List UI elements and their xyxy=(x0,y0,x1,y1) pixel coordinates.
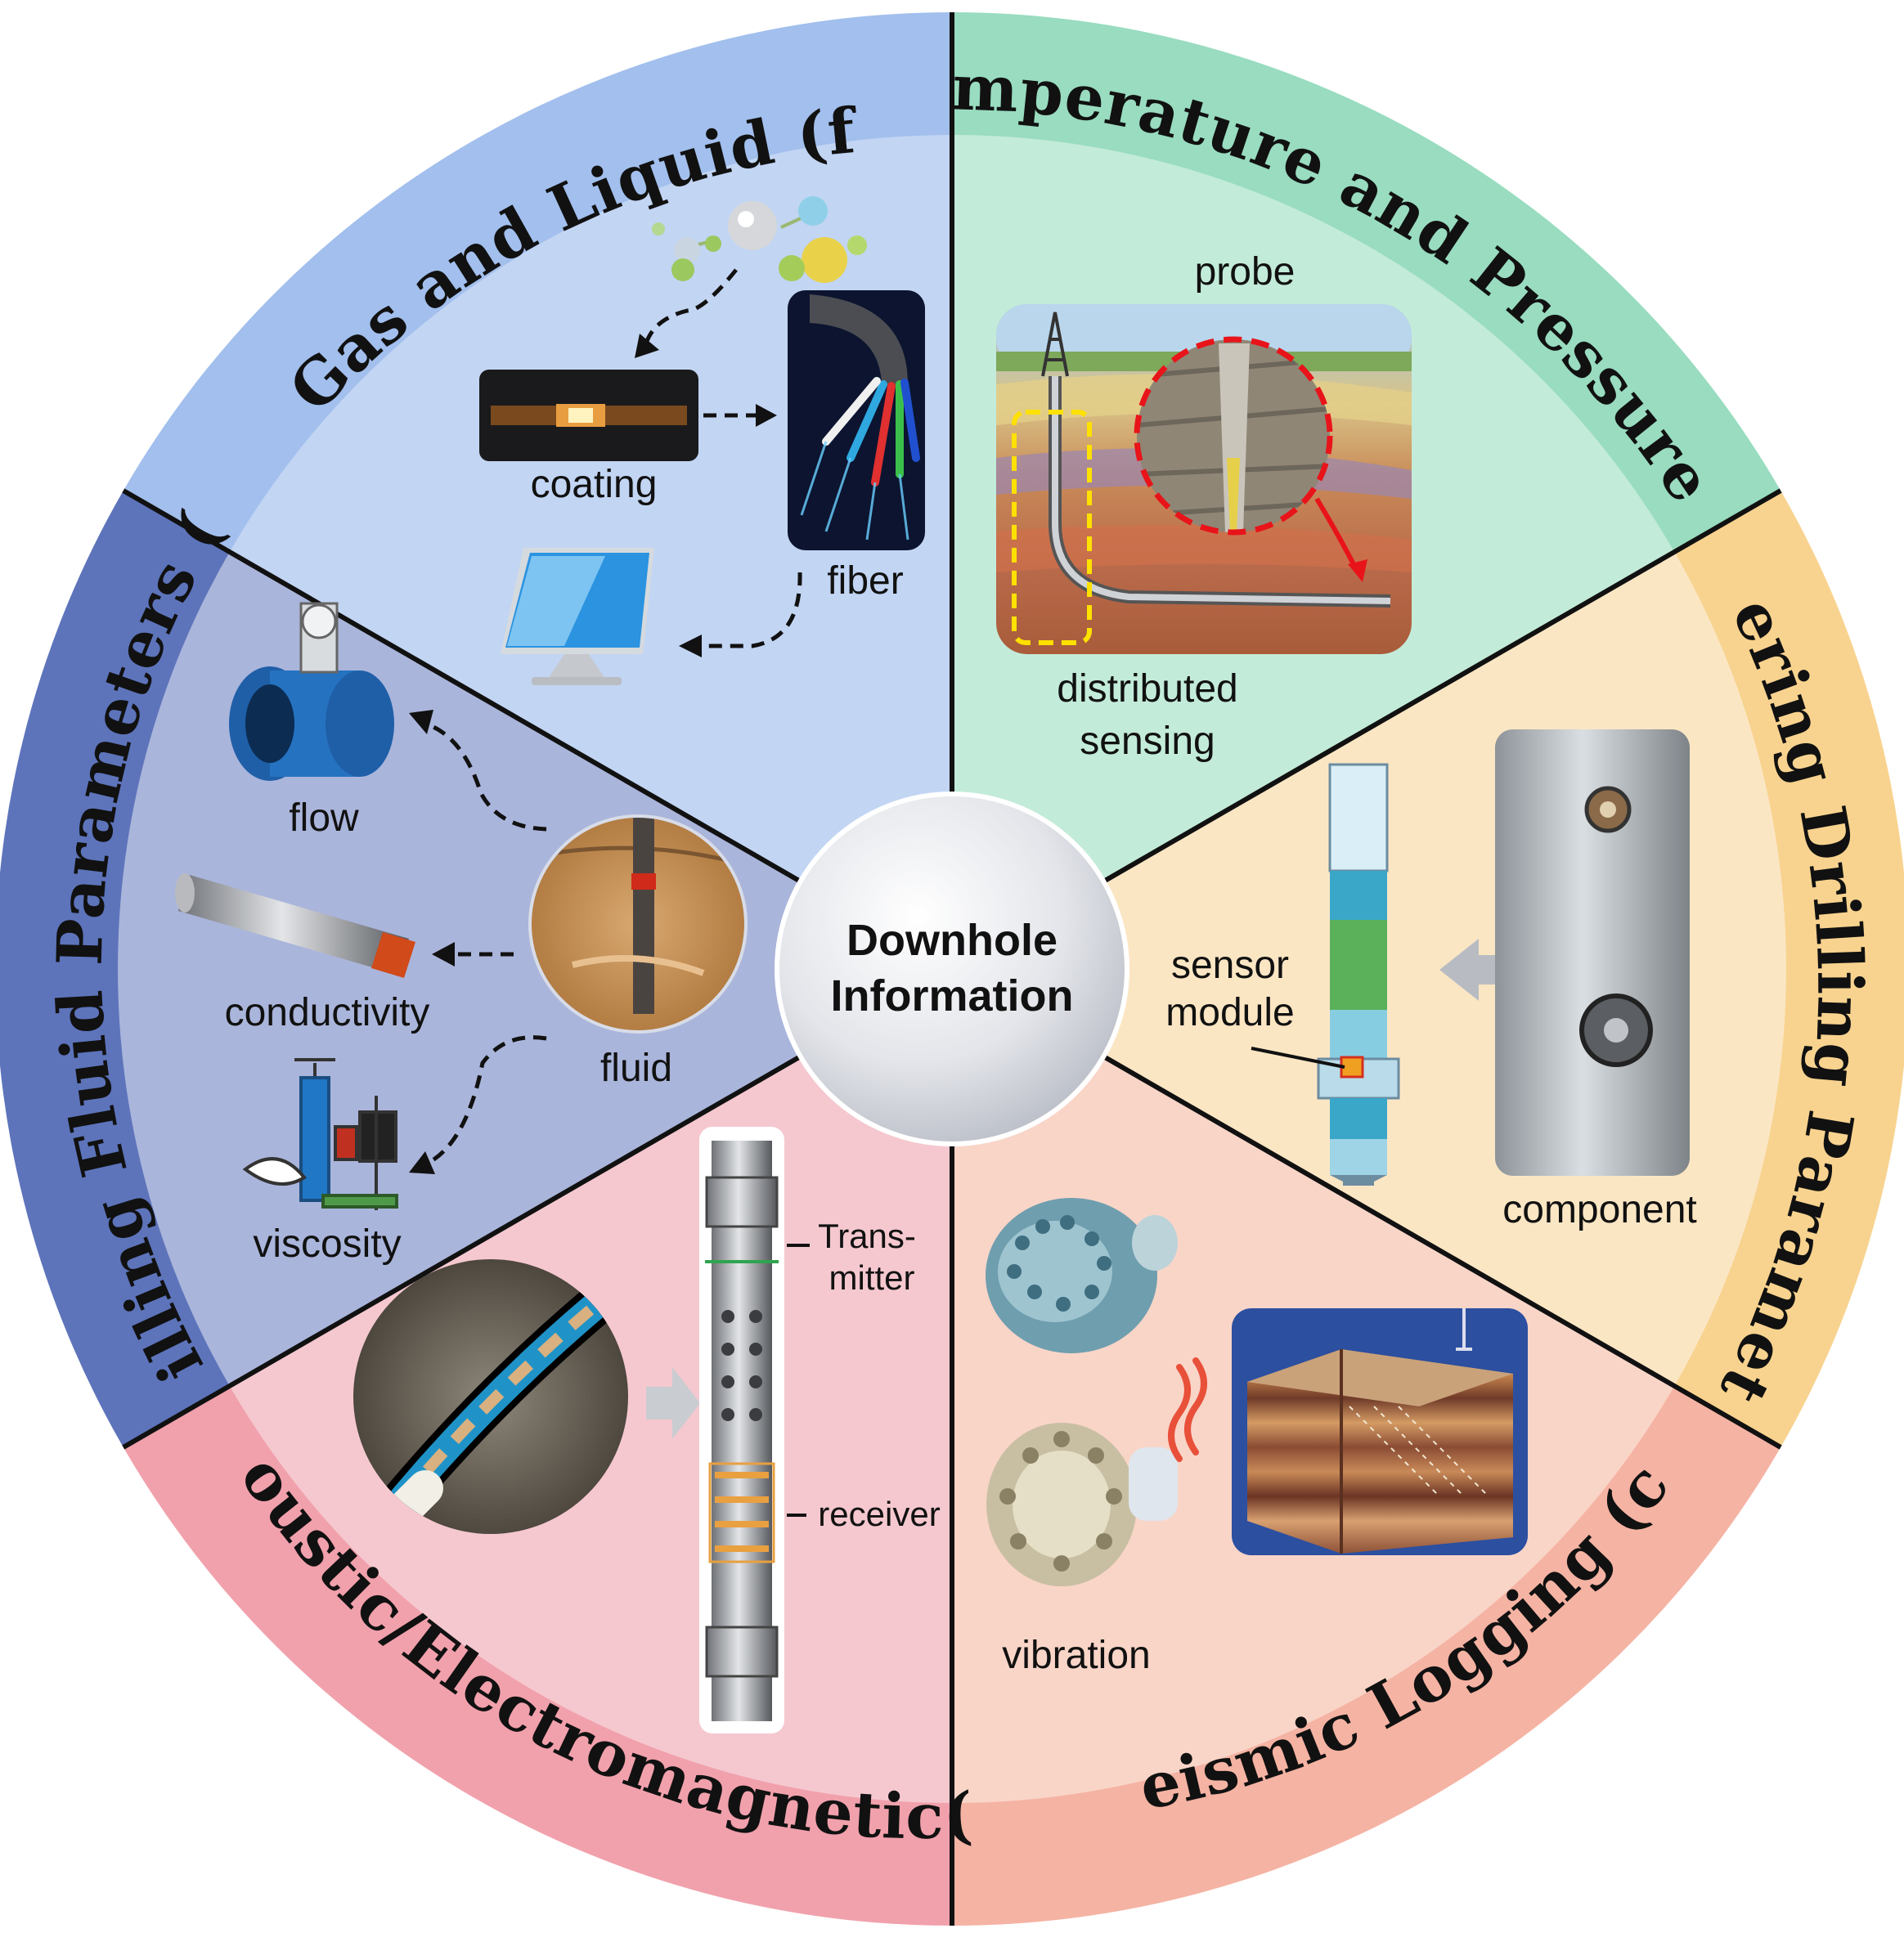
label-fiber: fiber xyxy=(827,559,903,603)
label-distributed-1: distributed xyxy=(1057,667,1237,711)
label-fluid: fluid xyxy=(600,1047,672,1090)
acoustic-arrow xyxy=(646,1367,700,1439)
viscometer-icon xyxy=(242,1058,398,1210)
conductivity-probe-icon xyxy=(175,873,415,978)
label-viscosity: viscosity xyxy=(253,1222,401,1266)
sector-e-content: flow conductivity viscosity xyxy=(175,602,748,1266)
sector-d-content: Trans- mitter receiver xyxy=(353,1127,941,1733)
label-transmitter-1: Trans- xyxy=(818,1217,916,1255)
label-conductivity: conductivity xyxy=(225,991,430,1034)
label-flow: flow xyxy=(289,796,359,840)
sector-c-content: vibration xyxy=(986,1198,1528,1677)
label-sensor-1: sensor xyxy=(1171,944,1289,987)
label-probe: probe xyxy=(1195,250,1296,294)
label-vibration: vibration xyxy=(1002,1634,1150,1677)
monitor-icon xyxy=(501,548,654,685)
label-component: component xyxy=(1502,1188,1697,1231)
gas-arrows xyxy=(644,268,802,648)
vibration-waves-icon xyxy=(1168,1357,1207,1462)
gas-arrow-heads xyxy=(635,334,777,657)
center-title-line-2: Information xyxy=(831,971,1074,1020)
drill-bit-icon-1 xyxy=(986,1198,1178,1353)
center-title-line-1: Downhole xyxy=(846,916,1058,965)
fluid-pipe xyxy=(633,816,654,1014)
label-coating: coating xyxy=(531,463,658,506)
distributed-sensing-box xyxy=(1012,410,1092,645)
sensor-module-pointer xyxy=(1251,1047,1345,1069)
label-sensor-2: module xyxy=(1165,991,1294,1034)
acoustic-logging-tool xyxy=(699,1127,784,1733)
sector-a-content: probe distributed sensing xyxy=(996,250,1412,763)
drill-bit-icon-2 xyxy=(986,1423,1178,1586)
gas-molecules-icon xyxy=(652,196,867,283)
derrick-icon xyxy=(1041,312,1069,377)
flowmeter-icon xyxy=(229,602,394,781)
label-receiver: receiver xyxy=(818,1495,940,1533)
component-arrow xyxy=(1439,939,1507,1001)
probe-zoom-circle xyxy=(1134,336,1333,536)
sector-f-content: coating fiber xyxy=(479,196,925,685)
label-transmitter-2: mitter xyxy=(829,1258,915,1297)
sensor-module-tool xyxy=(1317,763,1400,1186)
label-distributed-2: sensing xyxy=(1080,720,1215,763)
sector-b-content: sensor module component xyxy=(1165,729,1697,1231)
probe-tool xyxy=(1219,343,1250,532)
center-node: Downhole Information xyxy=(775,792,1129,1146)
component-photo xyxy=(1495,729,1690,1176)
fluid-arrows xyxy=(422,721,547,1167)
fluid-arrow-heads xyxy=(409,710,455,1174)
